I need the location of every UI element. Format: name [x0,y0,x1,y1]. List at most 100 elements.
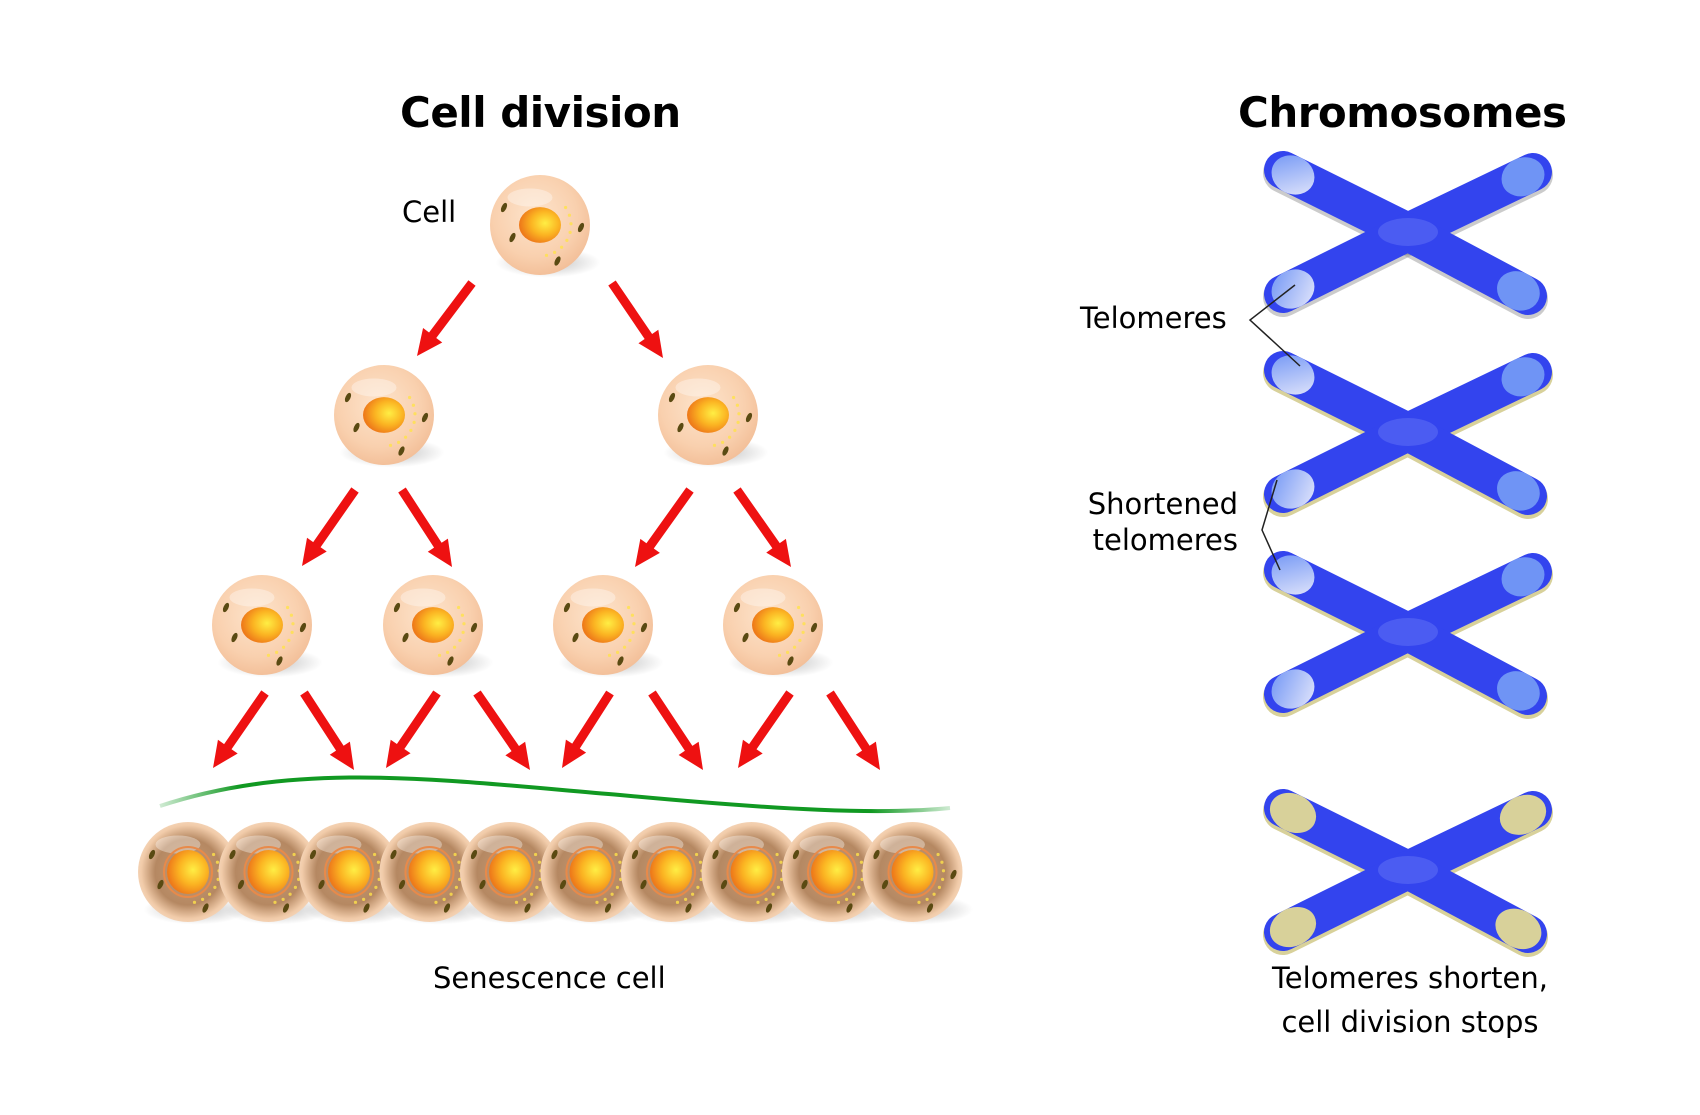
mitochondria [926,903,934,913]
division-arrow [473,690,531,771]
er-speck [937,885,942,890]
nucleus-rim [324,845,374,899]
er-speck [616,650,620,654]
er-speck [859,860,864,864]
senescent-cell [621,822,732,925]
division-arrow [608,280,663,358]
er-speck [563,205,568,210]
cell-highlight [719,835,764,854]
mitochondria [524,903,531,913]
mitochondria [604,903,612,913]
er-speck [698,860,703,864]
nucleus [363,397,405,433]
telomere [1271,155,1315,195]
arrow-shape [473,690,531,771]
er-speck [568,230,572,234]
er-speck [292,852,296,857]
nucleus [167,849,209,895]
er-speck [776,885,781,890]
er-speck [786,650,790,654]
telomeres-leader-line [1248,284,1301,367]
er-speck [630,613,635,617]
er-speck [376,860,381,864]
division-arrow [212,690,269,768]
er-speck [413,412,417,416]
er-speck [733,428,737,433]
nucleus-rim [404,845,455,899]
cell [490,175,601,278]
telomere-shortened [1269,792,1317,834]
division-arrow [826,690,880,771]
er-speck [792,645,797,649]
nucleus [752,607,794,643]
er-speck [407,395,412,400]
mitochondria [685,903,692,913]
mitochondria [733,602,741,613]
cell-highlight [477,835,523,854]
telomere [1271,269,1315,309]
er-speck [801,630,805,634]
mitochondria [479,879,486,890]
mitochondria [631,849,639,860]
er-speck [851,892,856,896]
arrow-shape [398,487,452,568]
arrow-shape [562,690,614,769]
arrow-shape [417,280,476,356]
er-speck [201,897,205,901]
er-speck [192,900,197,904]
er-speck [377,877,381,881]
caption-line2: cell division stops [1281,1005,1539,1039]
mitochondria [344,392,352,403]
arrow-shape [302,487,359,566]
cell-highlight [397,835,442,854]
nucleus-rim [163,845,213,899]
mitochondria [677,422,684,433]
er-speck [442,897,446,901]
mitochondria [559,879,567,890]
er-speck [544,253,549,257]
nucleus [328,849,370,895]
er-speck [453,852,457,857]
arrow-shape [300,690,354,771]
division-arrow [562,690,614,769]
telomere [1501,357,1545,397]
er-speck [940,860,944,864]
er-speck [454,885,459,890]
shortened-telomeres-label-line2: telomeres [1092,523,1238,557]
division-arrow [385,690,441,768]
mitochondria [231,632,238,643]
chromosome-normal [1263,151,1553,319]
er-speck [727,435,732,439]
nucleus-rim [726,845,777,899]
arrow-shape [635,487,694,568]
cell-highlight [740,588,786,607]
er-speck [216,877,220,881]
mitochondria [720,879,728,890]
er-speck [622,645,627,649]
mitochondria [318,879,325,890]
er-speck [213,885,217,890]
er-speck [736,420,740,424]
mitochondria [353,422,360,433]
telomere-shortened [1495,908,1542,950]
nucleus [569,849,612,895]
centromere [1378,218,1438,246]
nucleus [650,849,692,895]
mitochondria [801,879,808,890]
er-speck [215,860,220,864]
er-speck [731,395,736,400]
mitochondria [363,903,370,913]
er-speck [756,900,760,904]
mitochondria [500,202,508,213]
er-speck [775,852,779,857]
er-speck [610,892,614,896]
mitochondria [282,903,290,913]
mitochondria [810,622,818,633]
er-speck [619,877,623,881]
mitochondria [881,879,889,890]
er-speck [207,892,212,896]
centromere [1378,618,1438,646]
cell-highlight [570,588,616,607]
er-speck [437,653,442,657]
shortened-telomeres-leader-line [1261,479,1281,571]
